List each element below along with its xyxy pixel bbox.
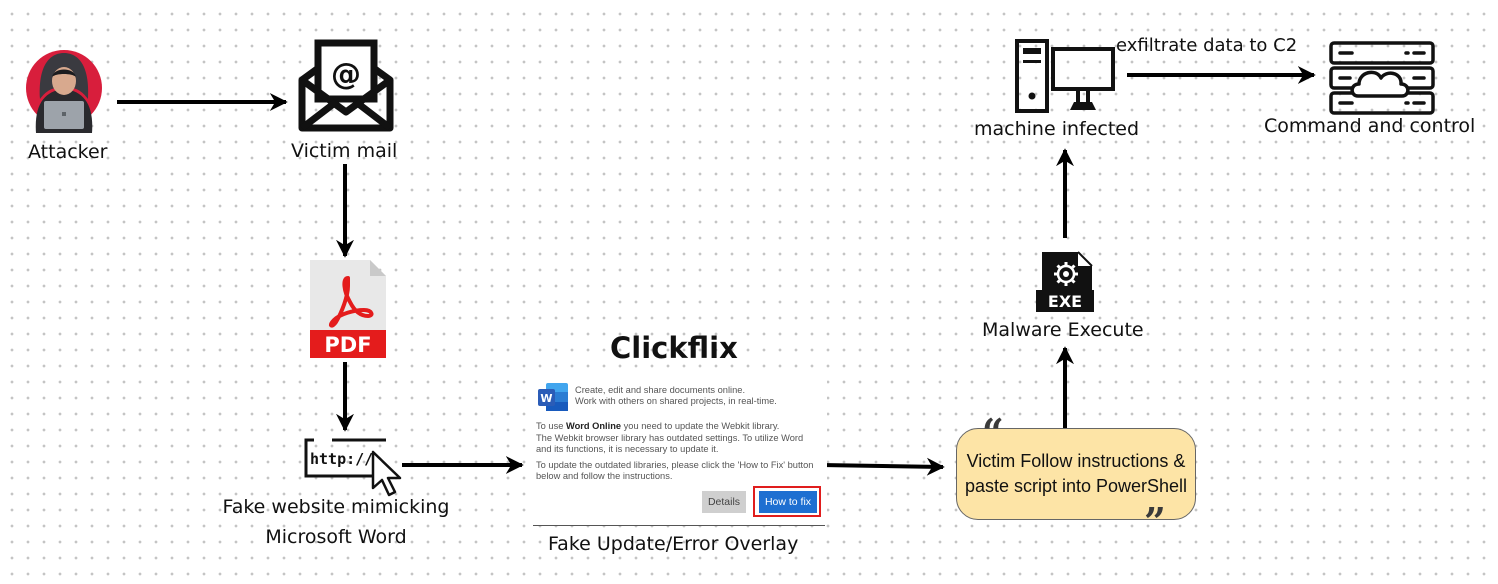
machine-infected-label: machine infected bbox=[974, 118, 1140, 140]
exe-text: EXE bbox=[1048, 292, 1082, 311]
url-text: http:// bbox=[310, 450, 373, 468]
instruction-bubble bbox=[956, 428, 1196, 520]
overlay-paragraph4: To update the outdated libraries, please… bbox=[536, 460, 814, 470]
overlay-paragraph5: below and follow the instructions. bbox=[536, 471, 673, 481]
open-quote-icon: “ bbox=[982, 410, 1004, 455]
word-logo-letter: W bbox=[540, 392, 552, 405]
overlay-paragraph2: The Webkit browser library has outdated … bbox=[536, 433, 804, 443]
fake-website-label-line1: Fake website mimicking bbox=[222, 496, 450, 518]
fake-website-label-line2: Microsoft Word bbox=[265, 526, 407, 548]
command-control-label: Command and control bbox=[1264, 115, 1476, 137]
how-to-fix-button[interactable]: How to fix bbox=[759, 491, 817, 513]
desktop-computer-icon bbox=[1015, 39, 1115, 113]
url-link-icon: http:// bbox=[304, 438, 386, 478]
overlay-line1: Create, edit and share documents online. bbox=[575, 385, 746, 395]
at-symbol: @ bbox=[331, 57, 361, 92]
overlay-p1-suffix: you need to update the Webkit library. bbox=[621, 421, 780, 431]
overlay-p1-prefix: To use bbox=[536, 421, 566, 431]
overlay-paragraph3: and its functions, it is necessary to up… bbox=[536, 444, 719, 454]
clickfix-title: Clickflix bbox=[610, 331, 738, 365]
overlay-divider bbox=[533, 525, 825, 526]
pdf-text: PDF bbox=[324, 333, 371, 357]
fake-website-label: Fake website mimicking Microsoft Word bbox=[216, 492, 456, 552]
fake-update-overlay: W Create, edit and share documents onlin… bbox=[531, 379, 827, 525]
exe-file-icon: EXE bbox=[1036, 251, 1094, 312]
overlay-caption: Fake Update/Error Overlay bbox=[548, 533, 799, 555]
email-envelope-icon: @ bbox=[298, 39, 394, 132]
overlay-line2: Work with others on shared projects, in … bbox=[575, 396, 777, 406]
arrow-overlay-to-bubble bbox=[820, 457, 945, 476]
instruction-bubble-text: Victim Follow instructions & paste scrip… bbox=[956, 449, 1196, 499]
bubble-line1: Victim Follow instructions & bbox=[966, 451, 1186, 471]
how-to-fix-highlight bbox=[753, 486, 821, 517]
hacker-icon bbox=[26, 50, 102, 133]
cloud-server-icon bbox=[1329, 41, 1435, 115]
close-quote-icon: ” bbox=[1144, 499, 1166, 544]
attacker-label: Attacker bbox=[28, 141, 108, 163]
overlay-p1-bold: Word Online bbox=[565, 421, 622, 431]
bubble-line2: paste script into PowerShell bbox=[964, 476, 1188, 496]
details-button[interactable]: Details bbox=[702, 491, 746, 513]
pdf-file-icon: PDF bbox=[310, 260, 386, 358]
cursor-pointer-icon bbox=[371, 450, 402, 497]
word-logo-icon: W bbox=[538, 383, 568, 411]
overlay-paragraph1: To use Word Online you need to update th… bbox=[536, 421, 779, 432]
exfiltrate-label: exfiltrate data to C2 bbox=[1116, 35, 1298, 56]
malware-execute-label: Malware Execute bbox=[982, 319, 1144, 341]
victim-mail-label: Victim mail bbox=[291, 140, 398, 162]
